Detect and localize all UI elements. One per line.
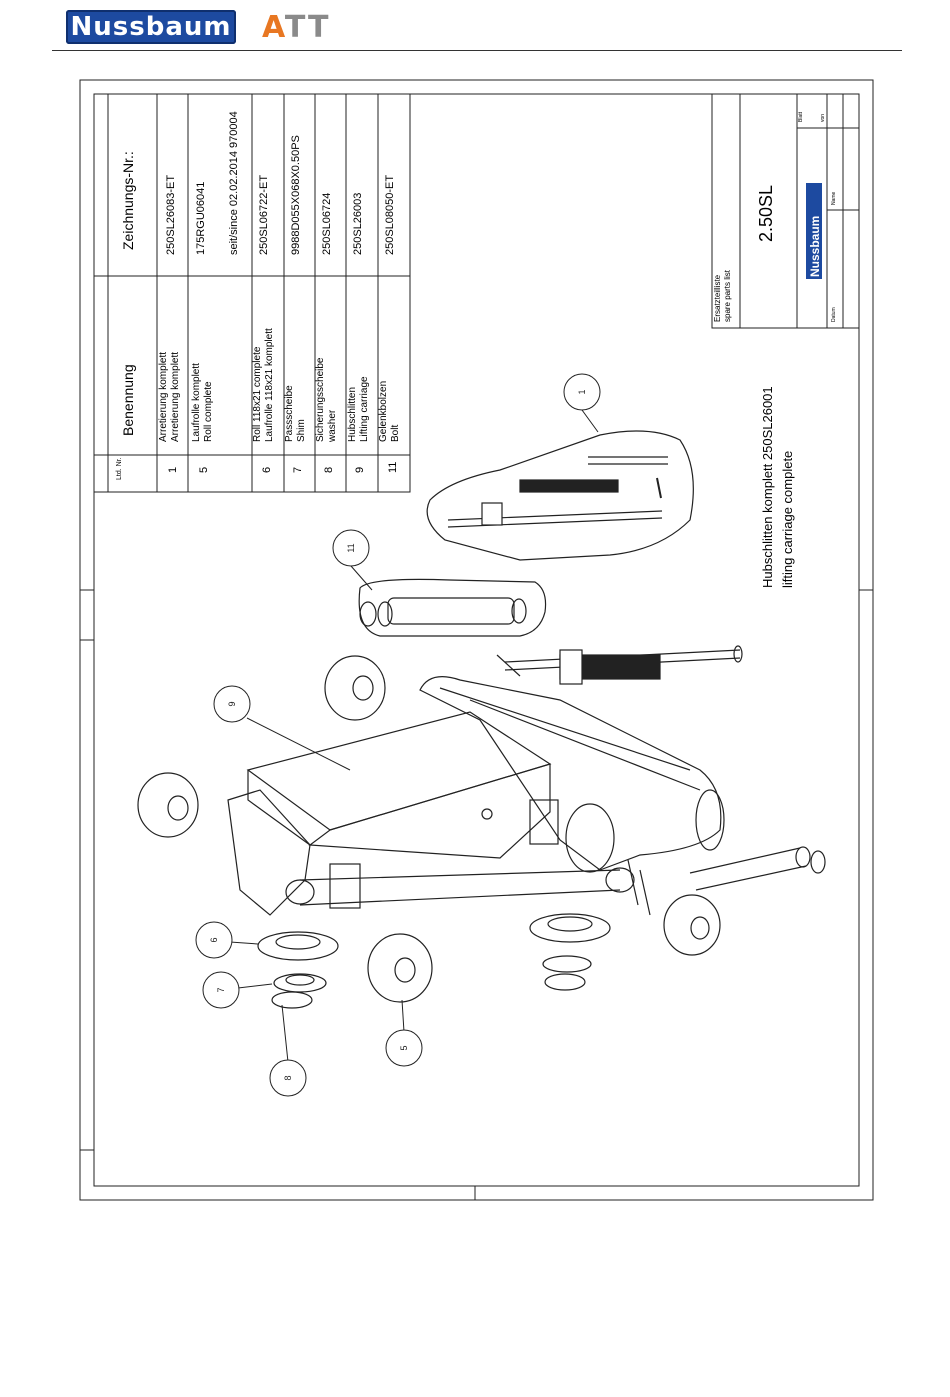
row-1-name-en: Arretierung komplett xyxy=(170,352,181,442)
row-6-nr: 6 xyxy=(261,467,273,473)
carriage-pivot xyxy=(565,803,615,873)
callout-5-circle xyxy=(385,1029,423,1067)
inner-frame xyxy=(93,93,860,1187)
callouts xyxy=(195,373,601,1097)
nussbaum-logo: Nussbaum xyxy=(66,10,236,44)
att-logo-a: A xyxy=(262,10,285,45)
title-block: Ersatzteilliste spare parts list 2.50SL … xyxy=(711,93,860,329)
callout-11: 11 xyxy=(346,543,356,552)
carriage-arms xyxy=(419,676,722,871)
row-6-name-en: Laufrolle 118x21 komplett xyxy=(264,328,275,442)
zone-ticks xyxy=(80,589,873,1200)
list-en: spare parts list xyxy=(723,269,732,322)
exploded-drawing xyxy=(137,430,826,1009)
roller-top xyxy=(324,655,386,721)
detail-11-bolt xyxy=(387,597,515,625)
list-de: Ersatzteilliste xyxy=(713,274,722,322)
row-11-nr: 11 xyxy=(387,462,399,473)
name-label: Name xyxy=(831,191,837,205)
blatt-label: Blatt xyxy=(798,111,804,122)
washer-6 xyxy=(257,931,339,961)
callout-1-circle xyxy=(563,373,601,411)
row-11-name-de: Gelenkbolzen xyxy=(378,381,389,442)
carriage-top xyxy=(246,711,552,831)
row-6-part: 250SL06722-ET xyxy=(258,175,270,255)
titleblock-logo: Nussbaum xyxy=(808,216,822,277)
callout-6-circle xyxy=(195,921,233,959)
callout-11-circle xyxy=(332,529,370,567)
carriage-front xyxy=(308,763,551,859)
row-7-name-en: Shim xyxy=(296,419,307,442)
att-logo: ATT xyxy=(262,12,331,44)
detail-1-spring xyxy=(519,479,619,493)
parts-table: Ltd. Nr. Benennung Zeichnungs-Nr.: 1 Arr… xyxy=(93,93,411,493)
roller-right xyxy=(663,894,721,956)
detail-1-rod xyxy=(447,510,663,521)
shim-7 xyxy=(273,973,327,993)
row-6-name-de: Roll 118x21 complete xyxy=(252,346,263,442)
washer-8-right xyxy=(544,973,586,991)
row-5-name-de: Laufrolle komplett xyxy=(191,363,202,442)
callout-5: 5 xyxy=(399,1045,409,1050)
callout-8: 8 xyxy=(283,1075,293,1080)
row-5-name-en: Roll complete xyxy=(203,381,214,442)
row-5-since: seit/since 02.02.2014 970004 xyxy=(228,111,240,255)
callout-8-circle xyxy=(269,1059,307,1097)
washer-8 xyxy=(271,991,313,1009)
row-8-nr: 8 xyxy=(323,467,335,473)
row-7-part: 9988D055X068X0.50PS xyxy=(290,135,302,255)
row-8-name-en: washer xyxy=(327,409,338,443)
row-5-nr: 5 xyxy=(198,467,210,473)
row-1-name-de: Arretierung komplett xyxy=(158,352,169,442)
row-9-part: 250SL26003 xyxy=(352,193,364,255)
detail-11-ring-left xyxy=(359,601,377,627)
callout-7-circle xyxy=(202,971,240,1009)
row-7-nr: 7 xyxy=(292,467,304,473)
row-11-part: 250SL08050-ET xyxy=(384,175,396,255)
assembly-title-en: lifting carriage complete xyxy=(780,451,795,588)
row-7-name-de: Passscheibe xyxy=(284,385,295,442)
row-8-name-de: Sicherungsscheibe xyxy=(315,357,326,442)
roller-5 xyxy=(367,933,433,1003)
col-benennung: Benennung xyxy=(120,364,136,436)
row-1-nr: 1 xyxy=(167,467,179,473)
row-9-nr: 9 xyxy=(354,467,366,473)
washer-6-right xyxy=(529,913,611,943)
callout-1: 1 xyxy=(577,389,587,394)
col-ltd-nr: Ltd. Nr. xyxy=(116,457,123,480)
row-9-name-de: Hubschlitten xyxy=(347,387,358,442)
att-logo-tt: TT xyxy=(284,10,331,45)
detail-1-outline xyxy=(426,430,694,561)
roller-left xyxy=(137,772,199,838)
callout-9-circle xyxy=(213,685,251,723)
carriage-block xyxy=(329,863,361,909)
carriage-end xyxy=(227,789,311,916)
callout-6: 6 xyxy=(209,937,219,942)
col-zeichnungs-nr: Zeichnungs-Nr.: xyxy=(120,151,136,250)
callout-7: 7 xyxy=(216,987,226,992)
datum-label: Datum xyxy=(831,307,837,322)
assembly-title-de: Hubschlitten komplett 250SL26001 xyxy=(760,386,775,588)
row-9-name-en: Lifting carriage xyxy=(359,376,370,442)
von-label: von xyxy=(820,114,826,122)
detail-1-block xyxy=(481,502,503,526)
carriage-latch xyxy=(529,799,559,845)
detail-11-ring-right xyxy=(511,598,527,624)
row-11-name-en: Bolt xyxy=(390,425,401,442)
axle xyxy=(689,847,801,874)
detail-11-outline xyxy=(358,578,547,637)
titleblock-logo-bg xyxy=(806,183,822,279)
shim-7-right xyxy=(542,955,592,973)
row-1-part: 250SL26083-ET xyxy=(165,175,177,255)
header-divider xyxy=(52,50,902,51)
row-8-part: 250SL06724 xyxy=(321,193,333,255)
row-5-part: 175RGU06041 xyxy=(195,182,207,255)
callout-9: 9 xyxy=(227,701,237,706)
model-number: 2.50SL xyxy=(756,185,776,242)
